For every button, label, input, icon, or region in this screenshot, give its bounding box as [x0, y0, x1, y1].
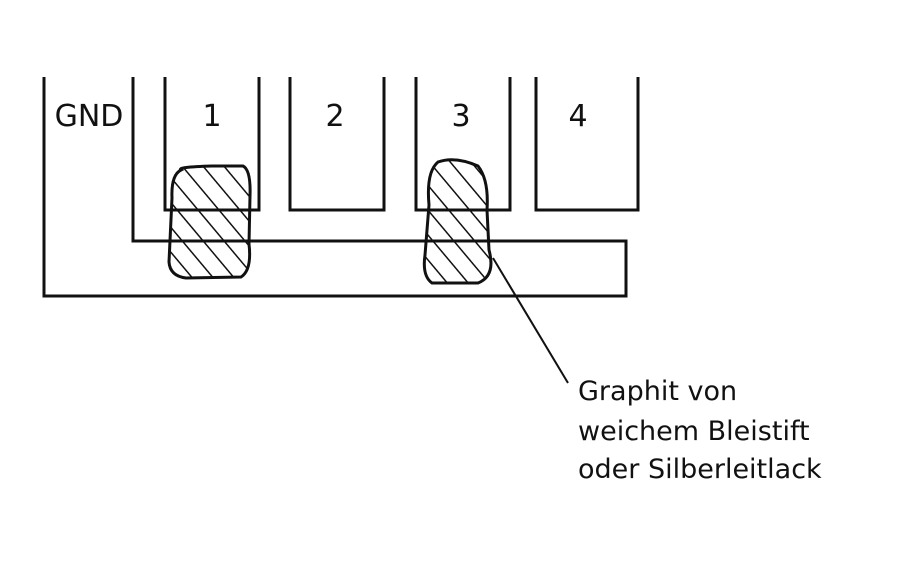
pad-label-gnd: GND	[55, 99, 124, 134]
annotation-leader-line	[492, 257, 569, 384]
pad-2-electrode	[288, 77, 386, 212]
annotation-line-3: oder Silberleitlack	[578, 454, 822, 485]
gnd-electrode	[42, 77, 628, 298]
pad-label-1: 1	[202, 99, 221, 134]
pad-label-3: 3	[451, 99, 470, 134]
pad-label-4: 4	[568, 99, 587, 134]
graphite-bridge-1	[167, 164, 252, 280]
annotation-line-1: Graphit von	[578, 376, 737, 407]
annotation-line-2: weichem Bleistift	[578, 416, 810, 447]
pad-label-2: 2	[325, 99, 344, 134]
graphite-bridge-3	[422, 158, 493, 285]
pad-4-electrode	[534, 77, 640, 212]
